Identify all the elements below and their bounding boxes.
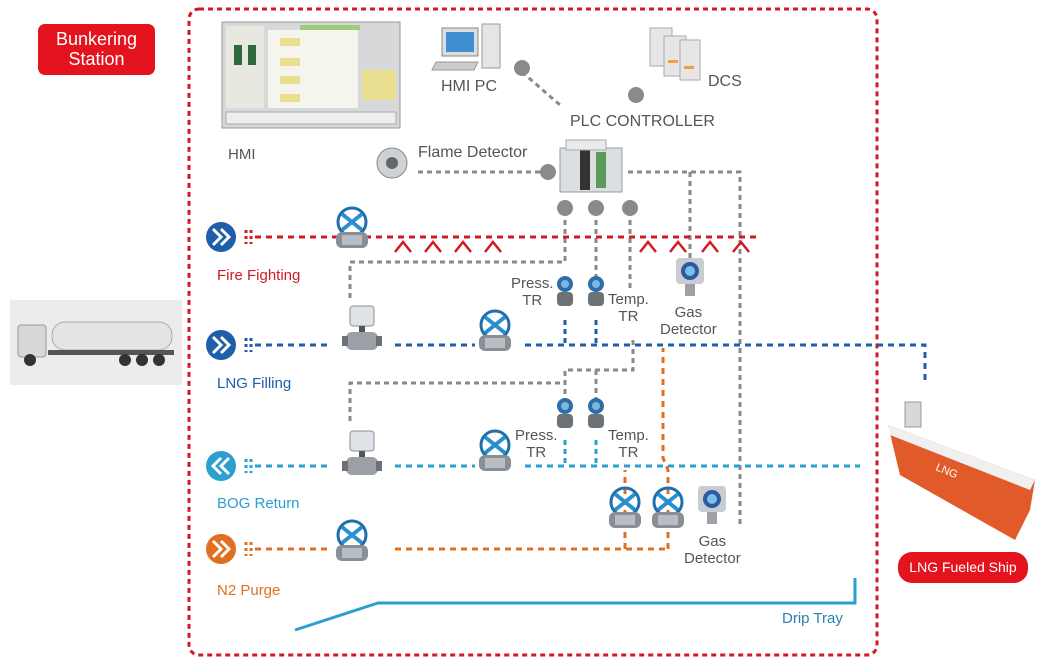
press-tr-label: Press. TR: [511, 275, 554, 309]
drip-tray: [294, 578, 857, 632]
bunkering-station-badge: Bunkering Station: [38, 24, 155, 75]
bog-return-valve-icon: [477, 429, 513, 473]
connector-icons: [514, 60, 644, 216]
temp-transmitter-icon: [588, 398, 604, 428]
drip-tray-label: Drip Tray: [782, 610, 843, 627]
gas-detector-icon: [676, 258, 704, 296]
bog-return-label: BOG Return: [217, 495, 300, 512]
plc-controller-label: PLC CONTROLLER: [570, 113, 715, 130]
bog-return-actuated-valve-icon: [341, 430, 383, 476]
n2-purge-label: N2 Purge: [217, 582, 281, 599]
temp-transmitter-icon: [588, 276, 604, 306]
station-boundary: [187, 7, 879, 657]
flame-detector-label: Flame Detector: [418, 144, 528, 161]
press-tr-label: Press. TR: [515, 427, 558, 461]
dcs-label: DCS: [708, 73, 742, 90]
hmi-pc-label: HMI PC: [441, 78, 497, 95]
press-transmitter-icon: [557, 398, 573, 428]
inlet-arrow-icons: [206, 222, 253, 564]
temp-tr-label: Temp. TR: [608, 291, 649, 325]
n2-purge-valve-icon: [334, 519, 370, 563]
hmi-label: HMI: [228, 146, 256, 163]
gas-detector-label: Gas Detector: [660, 304, 717, 338]
plc-controller-icon: [559, 139, 623, 193]
lng-ship-image: LNG: [888, 401, 1035, 540]
lng-filling-actuated-valve-icon: [341, 305, 383, 351]
fire-fighting-label: Fire Fighting: [217, 267, 301, 284]
fire-fighting-valve-icon: [334, 206, 370, 250]
press-transmitter-icon: [557, 276, 573, 306]
lng-filling-line: [255, 343, 927, 385]
flame-detector-icon: [376, 147, 408, 179]
spray-nozzles: [394, 239, 750, 253]
hmi-pc-icon: [431, 23, 501, 71]
gas-detector-label: Gas Detector: [684, 533, 741, 567]
hmi-screen-image: [221, 21, 401, 129]
lng-filling-valve-icon: [477, 309, 513, 353]
gas-detector-icon: [698, 486, 726, 524]
dcs-servers-icon: [649, 27, 701, 81]
lng-truck-image: [10, 300, 182, 385]
lng-fueled-ship-badge: LNG Fueled Ship: [898, 552, 1028, 583]
temp-tr-label: Temp. TR: [608, 427, 649, 461]
lng-filling-label: LNG Filling: [217, 375, 292, 392]
n2-purge-line: [255, 348, 670, 551]
signal-lines: [348, 70, 742, 528]
